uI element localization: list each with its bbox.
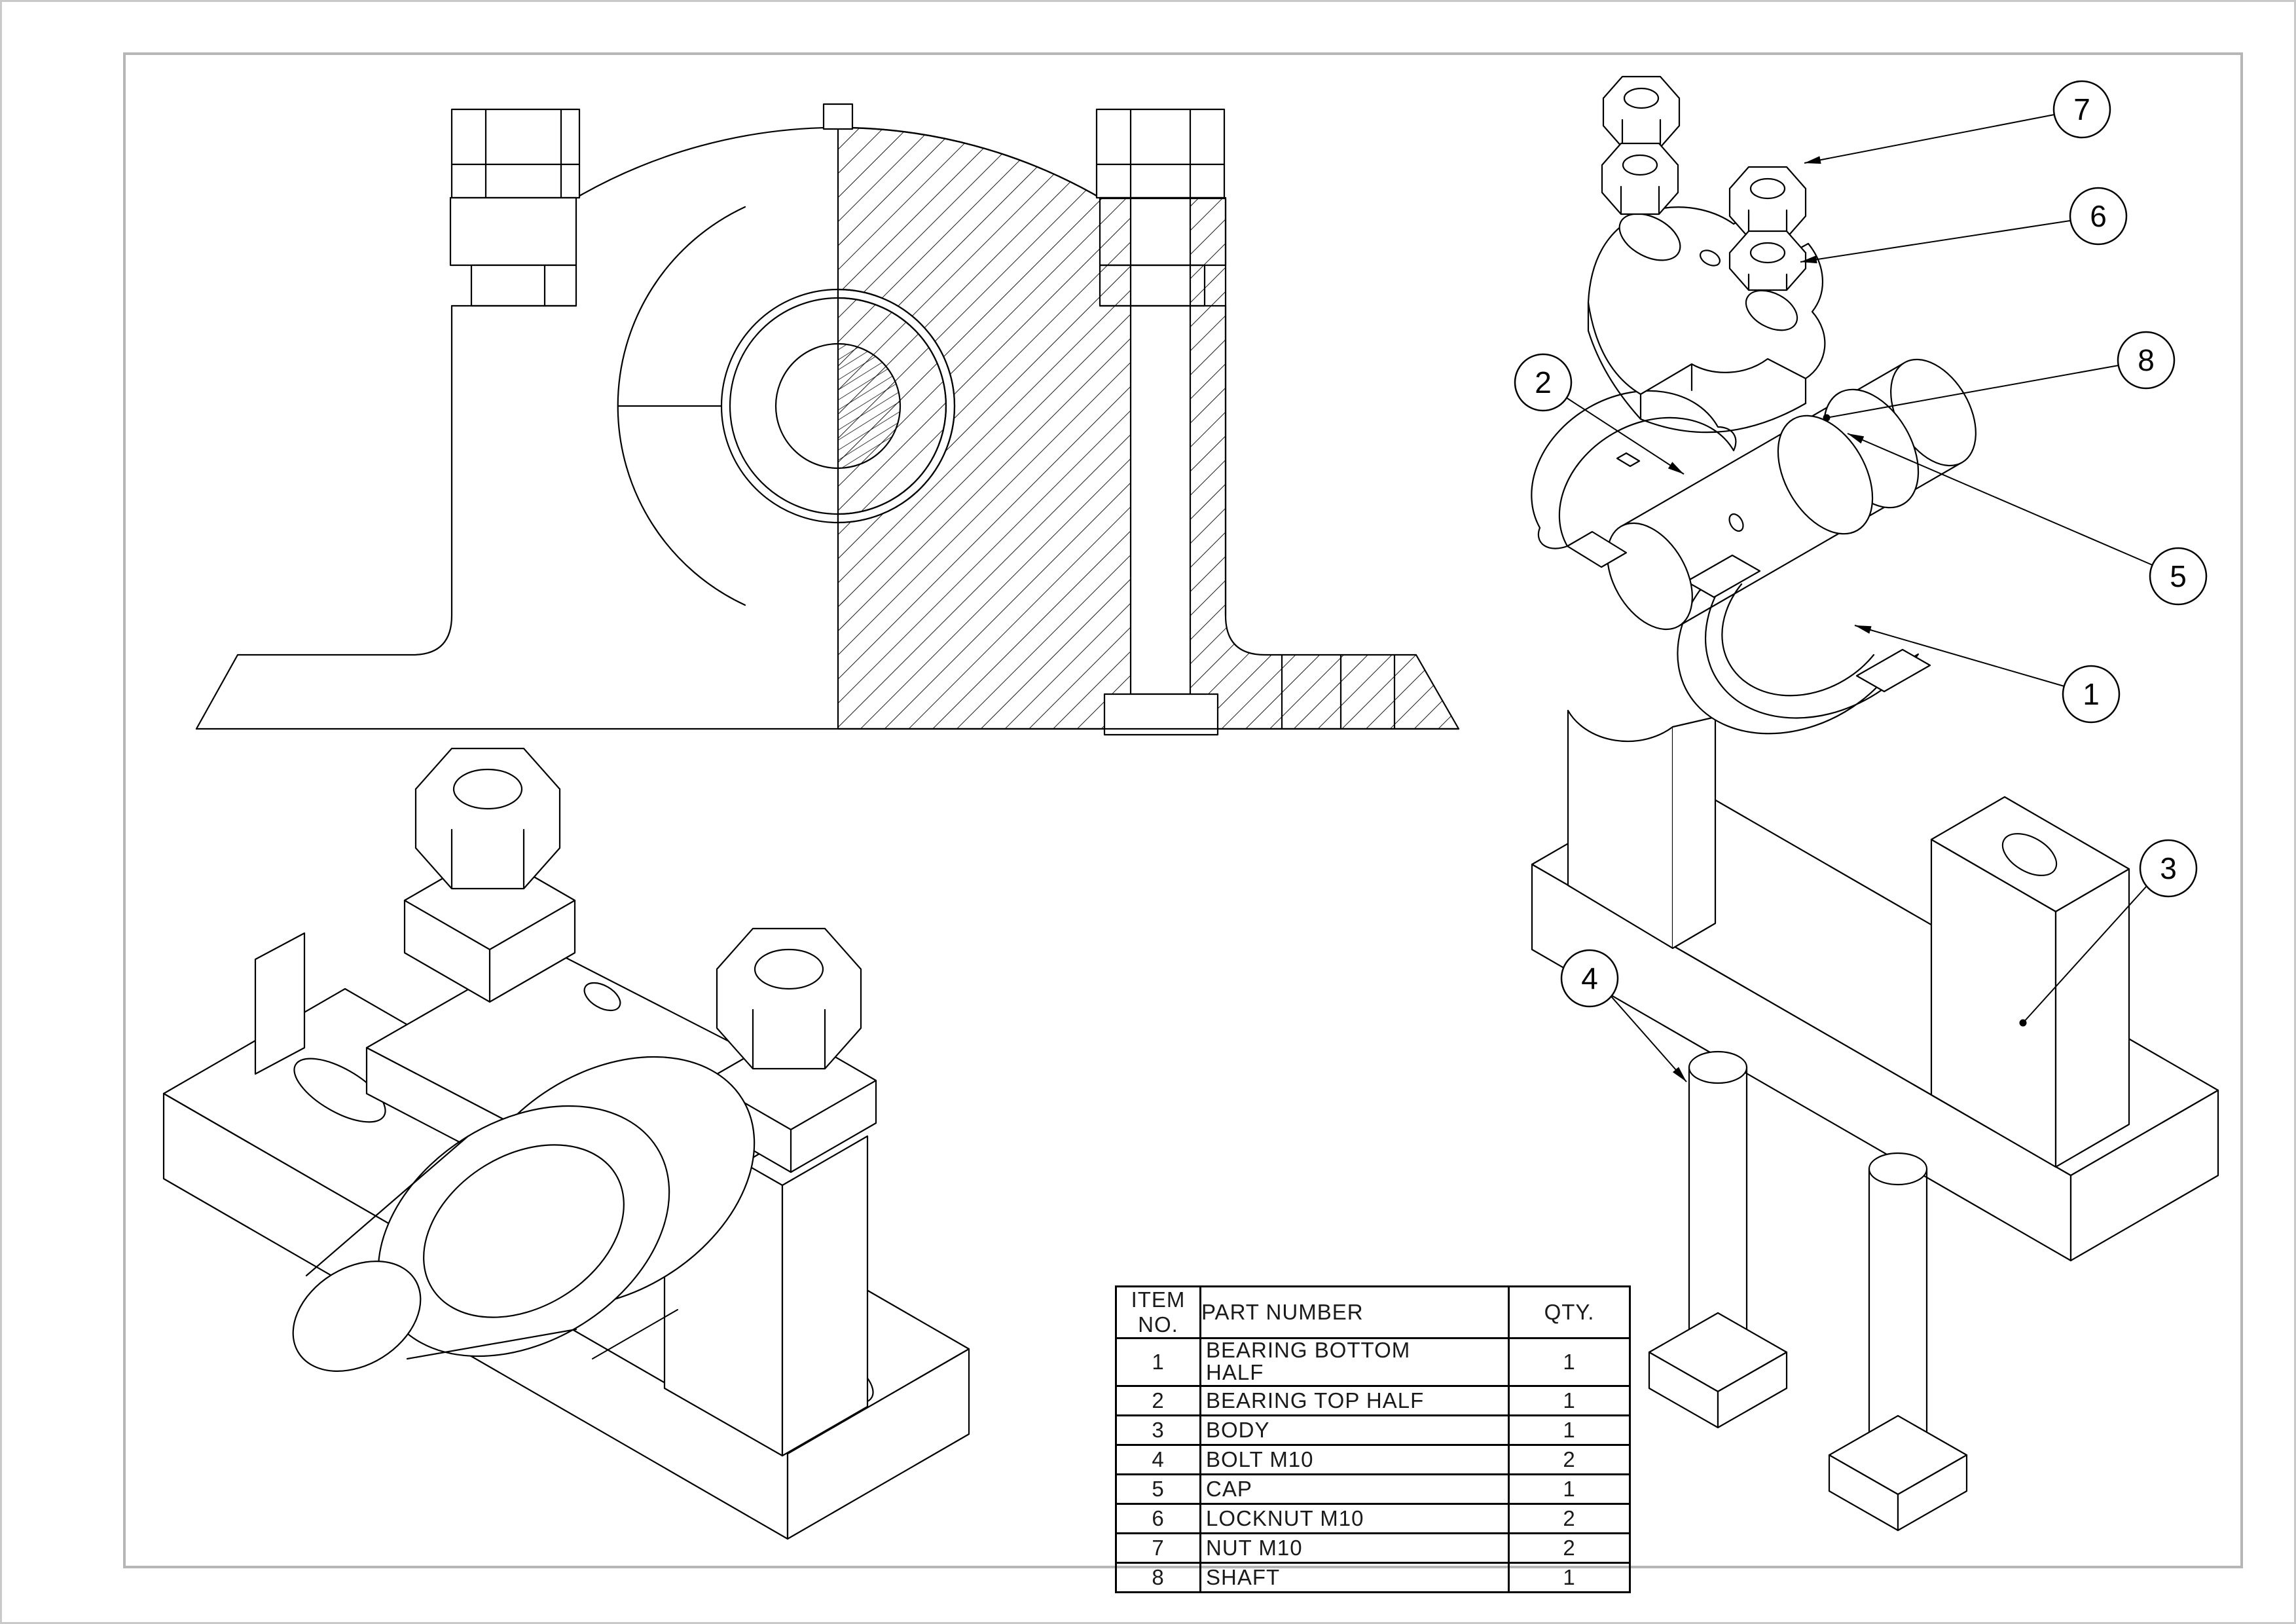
bom-cell-item: 4	[1115, 1444, 1201, 1476]
balloon-5-label: 5	[2170, 559, 2187, 593]
balloon-6: 6	[2069, 187, 2128, 246]
balloon-1-label: 1	[2083, 677, 2100, 711]
balloon-6-label: 6	[2090, 199, 2107, 233]
isometric-view	[162, 747, 970, 1540]
balloon-2-label: 2	[1535, 365, 1552, 399]
bom-cell-qty: 1	[1508, 1473, 1631, 1505]
bom-cell-item: 8	[1115, 1562, 1201, 1594]
balloon-3-label: 3	[2160, 851, 2177, 885]
bom-cell-item: 6	[1115, 1503, 1201, 1535]
bom-cell-item: 3	[1115, 1414, 1201, 1447]
bom-row: 2 BEARING TOP HALF 1	[1115, 1385, 1631, 1417]
bom-cell-item: 7	[1115, 1532, 1201, 1564]
exploded-part-bolt-right	[1828, 1152, 1968, 1532]
balloon-5: 5	[2149, 547, 2208, 606]
bom-cell-part: SHAFT	[1199, 1562, 1510, 1594]
balloon-3: 3	[2139, 839, 2198, 898]
bom-cell-part: LOCKNUT M10	[1199, 1503, 1510, 1535]
bom-cell-qty: 1	[1508, 1414, 1631, 1447]
leader-4	[1607, 992, 1687, 1082]
bom-cell-part-text: CAP	[1206, 1477, 1252, 1502]
balloon-leaders	[1563, 114, 2153, 1082]
bom-header-part-number: PART NUMBER	[1199, 1285, 1510, 1339]
exploded-part-nut-stack-left	[1601, 75, 1681, 215]
leader-8	[1823, 365, 2119, 422]
exploded-view	[1531, 75, 2219, 1532]
bom-row: 4 BOLT M10 2	[1115, 1444, 1631, 1476]
bom-cell-part-text: BEARING TOP HALF	[1206, 1388, 1425, 1413]
bom-header-row: ITEM NO. PART NUMBER QTY.	[1115, 1285, 1631, 1339]
balloon-8: 8	[2117, 331, 2176, 390]
balloon-7: 7	[2052, 80, 2111, 139]
balloon-4-label: 4	[1581, 961, 1598, 995]
balloon-4: 4	[1560, 949, 1619, 1008]
exploded-part-bolt-left	[1648, 1050, 1788, 1429]
balloon-2: 2	[1514, 353, 1573, 412]
bom-cell-part: BODY	[1199, 1414, 1510, 1447]
front-section-view	[195, 103, 1460, 736]
bom-row: 3 BODY 1	[1115, 1414, 1631, 1447]
bom-cell-item: 1	[1115, 1337, 1201, 1388]
bom-cell-qty: 1	[1508, 1337, 1631, 1388]
exploded-part-nut	[1728, 166, 1807, 239]
bom-cell-part: NUT M10	[1199, 1532, 1510, 1564]
exploded-part-bearing-top-half	[1531, 390, 1737, 568]
exploded-part-shaft	[1607, 358, 1977, 631]
balloon-1: 1	[2062, 665, 2121, 724]
bom-row: 5 CAP 1	[1115, 1473, 1631, 1505]
bom-row: 7 NUT M10 2	[1115, 1532, 1631, 1564]
balloons: 7 6 8 2 5 1 3 4	[1514, 80, 2208, 1008]
bom-row: 6 LOCKNUT M10 2	[1115, 1503, 1631, 1535]
bom-cell-item: 2	[1115, 1385, 1201, 1417]
bom-cell-part: BOLT M10	[1199, 1444, 1510, 1476]
bom-cell-part-text: SHAFT	[1206, 1565, 1281, 1590]
leader-3	[2019, 885, 2147, 1027]
bom-cell-qty: 2	[1508, 1532, 1631, 1564]
bom-header-item-no: ITEM NO.	[1115, 1285, 1201, 1339]
bom-cell-part-text: LOCKNUT M10	[1206, 1506, 1364, 1531]
bom-cell-qty: 2	[1508, 1503, 1631, 1535]
bom-cell-part-text: BODY	[1206, 1418, 1270, 1443]
leader-7	[1804, 114, 2055, 164]
bom-cell-part: BEARING BOTTOM HALF	[1199, 1337, 1510, 1388]
leader-2	[1563, 396, 1685, 475]
bom-cell-part-text: BEARING BOTTOM HALF	[1206, 1338, 1411, 1385]
leader-5	[1847, 433, 2153, 566]
bom-cell-part-text: BOLT M10	[1206, 1447, 1314, 1472]
bom-cell-part: BEARING TOP HALF	[1199, 1385, 1510, 1417]
bom-header-qty: QTY.	[1508, 1285, 1631, 1339]
exploded-part-bearing-bottom-half	[1677, 554, 1931, 735]
bom-cell-qty: 2	[1508, 1444, 1631, 1476]
bom-cell-part-text: NUT M10	[1206, 1536, 1303, 1560]
exploded-part-body	[1531, 709, 2219, 1262]
bom-row: 8 SHAFT 1	[1115, 1562, 1631, 1594]
bom-cell-part: CAP	[1199, 1473, 1510, 1505]
bom-row: 1 BEARING BOTTOM HALF 1	[1115, 1337, 1631, 1388]
balloon-8-label: 8	[2138, 343, 2155, 377]
balloon-7-label: 7	[2073, 92, 2090, 126]
leader-6	[1800, 220, 2071, 264]
exploded-part-locknut	[1728, 230, 1807, 291]
bom-table: ITEM NO. PART NUMBER QTY. 1 BEARING BOTT…	[1115, 1285, 1631, 1594]
bom-cell-qty: 1	[1508, 1385, 1631, 1417]
bom-cell-qty: 1	[1508, 1562, 1631, 1594]
bom-cell-item: 5	[1115, 1473, 1201, 1505]
leader-1	[1854, 625, 2065, 687]
